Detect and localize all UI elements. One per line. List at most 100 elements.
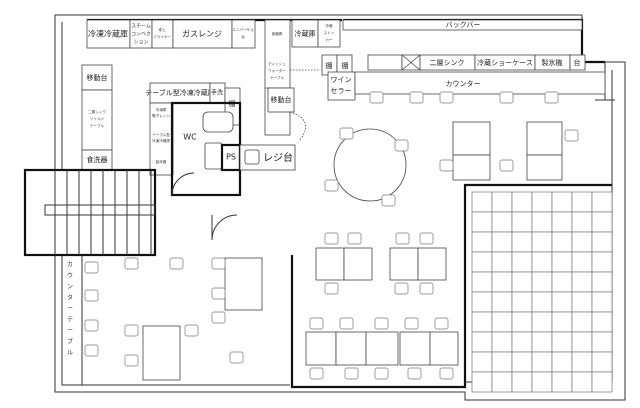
svg-text:テーブル型: テーブル型: [152, 132, 170, 137]
chair: [84, 261, 99, 274]
chair: [324, 179, 339, 192]
chair: [84, 344, 99, 357]
svg-text:ガスレンジ: ガスレンジ: [182, 29, 222, 39]
grid-cell: [491, 271, 513, 293]
chair: [211, 311, 226, 324]
svg-text:台: 台: [574, 58, 581, 67]
chair: [374, 317, 389, 330]
table: [452, 121, 491, 156]
grid-cell: [511, 291, 533, 313]
grid-cell: [571, 351, 593, 373]
grid-cell: [511, 311, 533, 333]
svg-text:カウンター: カウンター: [446, 79, 481, 88]
chair: [395, 232, 410, 245]
grid-cell: [591, 371, 613, 393]
chair: [124, 257, 139, 270]
chair: [499, 91, 514, 104]
svg-text:食洗器: 食洗器: [87, 155, 108, 164]
grid-cell: [551, 351, 573, 373]
chair: [229, 351, 244, 364]
chair: [124, 354, 139, 367]
grid-cell: [551, 311, 573, 333]
grid-cell: [471, 231, 493, 253]
grid-cell: [531, 331, 553, 353]
grid-cell: [471, 311, 493, 333]
svg-text:ワイン: ワイン: [331, 76, 352, 84]
chair: [394, 139, 409, 152]
chair: [564, 129, 579, 142]
svg-text:ウ: ウ: [67, 272, 73, 280]
counter: [354, 71, 606, 95]
chair: [394, 282, 409, 295]
grid-cell: [511, 211, 533, 233]
grid-cell: [491, 211, 513, 233]
grid-cell: [511, 351, 533, 373]
grid-cell: [531, 271, 553, 293]
svg-text:冷蔵庫: 冷蔵庫: [295, 29, 316, 38]
svg-text:電子レンジ: 電子レンジ: [152, 113, 170, 118]
dish-column: [264, 19, 291, 136]
grid-cell: [471, 331, 493, 353]
chair: [499, 159, 514, 172]
grid-cell: [471, 211, 493, 233]
grid-cell: [511, 231, 533, 253]
svg-text:冷凍冷蔵庫: 冷凍冷蔵庫: [88, 29, 128, 39]
grid-cell: [471, 251, 493, 273]
grid-cell: [491, 331, 513, 353]
table: [429, 331, 459, 366]
grid-cell: [571, 231, 593, 253]
table: [417, 247, 447, 281]
table: [343, 247, 373, 281]
svg-text:コンベク: コンベク: [131, 32, 151, 38]
fryer: [151, 19, 174, 49]
round-table: [333, 128, 407, 202]
chair: [374, 367, 389, 380]
back-bar: [342, 19, 583, 31]
table: [526, 121, 563, 156]
svg-text:二層シンク: 二層シンク: [430, 59, 465, 67]
chair: [404, 317, 419, 330]
chair: [309, 367, 324, 380]
chair: [211, 257, 226, 270]
mobile-table-left: [81, 64, 113, 91]
grid-cell: [571, 191, 593, 213]
svg-text:カー: カー: [325, 37, 333, 42]
svg-text:食器庫: 食器庫: [272, 31, 283, 36]
chair: [339, 127, 354, 140]
svg-text:手洗: 手洗: [211, 89, 223, 97]
grid-cell: [571, 271, 593, 293]
mobile-table-right: [267, 87, 295, 113]
grid-cell: [471, 271, 493, 293]
grid-cell: [551, 191, 573, 213]
chair: [419, 282, 434, 295]
grid-cell: [591, 311, 613, 333]
grid-cell: [471, 291, 493, 313]
chair: [439, 367, 454, 380]
svg-text:ション: ション: [133, 40, 148, 46]
fridge: [291, 19, 319, 48]
grid-cell: [591, 231, 613, 253]
sink-icon: [204, 142, 223, 170]
table: [335, 331, 367, 366]
wine-cellar: [327, 71, 356, 101]
svg-text:テーブル: テーブル: [90, 123, 105, 128]
grid-cell: [591, 331, 613, 353]
svg-text:WC: WC: [183, 133, 197, 142]
gas-range: [172, 19, 233, 49]
grid-cell: [511, 271, 533, 293]
grid-cell: [491, 351, 513, 373]
svg-text:棚: 棚: [326, 61, 333, 70]
svg-text:テ: テ: [67, 317, 73, 324]
table: [452, 154, 491, 181]
svg-text:ブ: ブ: [67, 338, 73, 346]
grid-cell: [551, 331, 573, 353]
grid-cell: [591, 271, 613, 293]
chair: [369, 91, 384, 104]
grid-cell: [551, 371, 573, 393]
grid-cell: [491, 191, 513, 213]
table: [389, 247, 419, 281]
chair: [544, 91, 559, 104]
svg-text:テーブル型冷凍冷蔵庫: テーブル型冷凍冷蔵庫: [145, 88, 215, 97]
svg-text:カ: カ: [67, 262, 73, 269]
grid-cell: [471, 371, 493, 393]
